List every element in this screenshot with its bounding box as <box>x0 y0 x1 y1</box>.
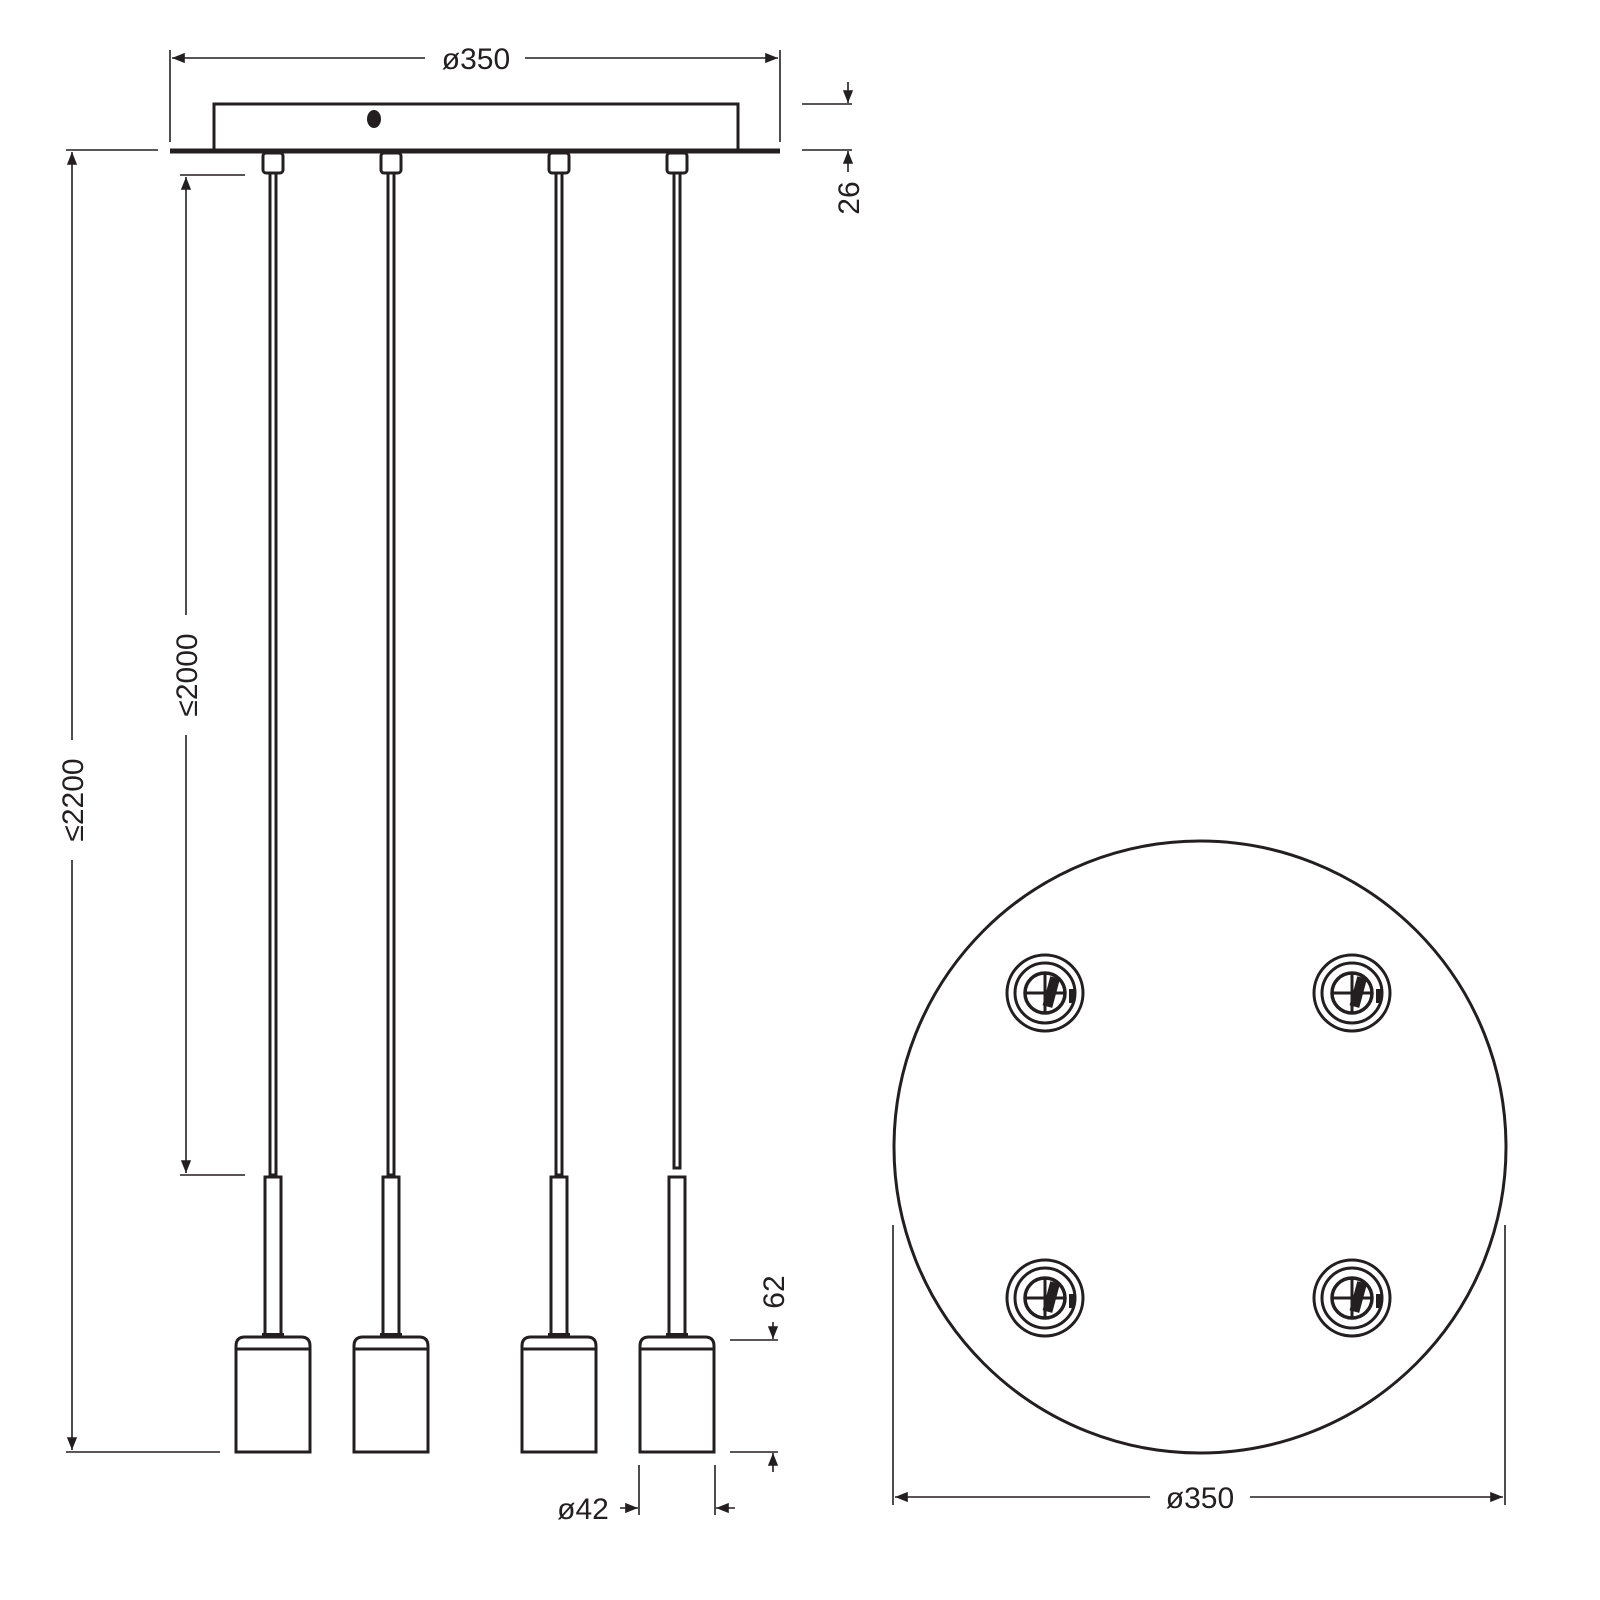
lamp-shade <box>520 1335 598 1454</box>
dimension-label: ø42 <box>557 1493 609 1526</box>
canopy-top-view <box>892 839 1508 1455</box>
dimension-top-diameter: ø350 <box>892 1225 1506 1515</box>
lamp-stem <box>549 1175 569 1339</box>
pendant-3 <box>520 151 598 1454</box>
lamp-socket-icon <box>1312 953 1392 1033</box>
lamp-socket-icon <box>1005 1258 1085 1338</box>
dimension-label: ≤2200 <box>57 758 90 841</box>
pendant-2 <box>352 151 430 1454</box>
lamp-shade <box>638 1335 716 1454</box>
canopy-side-view <box>170 102 780 154</box>
dimension-label: ≤2000 <box>171 633 204 716</box>
dimension-canopy-height: 26 <box>802 82 866 215</box>
dimension-cable-length: ≤2000 <box>171 174 245 1176</box>
dimension-canopy-diameter: ø350 <box>169 43 781 142</box>
dimension-label: 62 <box>758 1275 791 1308</box>
cable <box>554 171 564 1177</box>
dimension-label: 26 <box>833 181 866 214</box>
lamp-stem <box>667 1175 687 1339</box>
dimension-label: ø350 <box>1166 1482 1234 1515</box>
dimension-shade-diameter: ø42 <box>557 1465 735 1526</box>
dimension-label: ø350 <box>442 43 510 76</box>
pendants <box>234 151 716 1454</box>
dimension-shade-height: 62 <box>730 1275 791 1472</box>
pendant-1 <box>234 151 312 1454</box>
screw-icon <box>367 110 381 128</box>
cable <box>672 171 682 1170</box>
lamp-socket-icon <box>1312 1258 1392 1338</box>
lamp-stem <box>381 1175 401 1339</box>
cable <box>386 171 396 1177</box>
cable-connector <box>379 151 403 175</box>
pendant-4 <box>638 151 716 1454</box>
cable <box>268 171 278 1177</box>
dimension-total-height: ≤2200 <box>57 149 220 1453</box>
lamp-socket-icon <box>1005 953 1085 1033</box>
cable-connector <box>665 151 689 175</box>
cable-connector <box>261 151 285 175</box>
cable-connector <box>547 151 571 175</box>
lamp-shade <box>234 1335 312 1454</box>
lamp-shade <box>352 1335 430 1454</box>
lamp-stem <box>263 1175 283 1339</box>
